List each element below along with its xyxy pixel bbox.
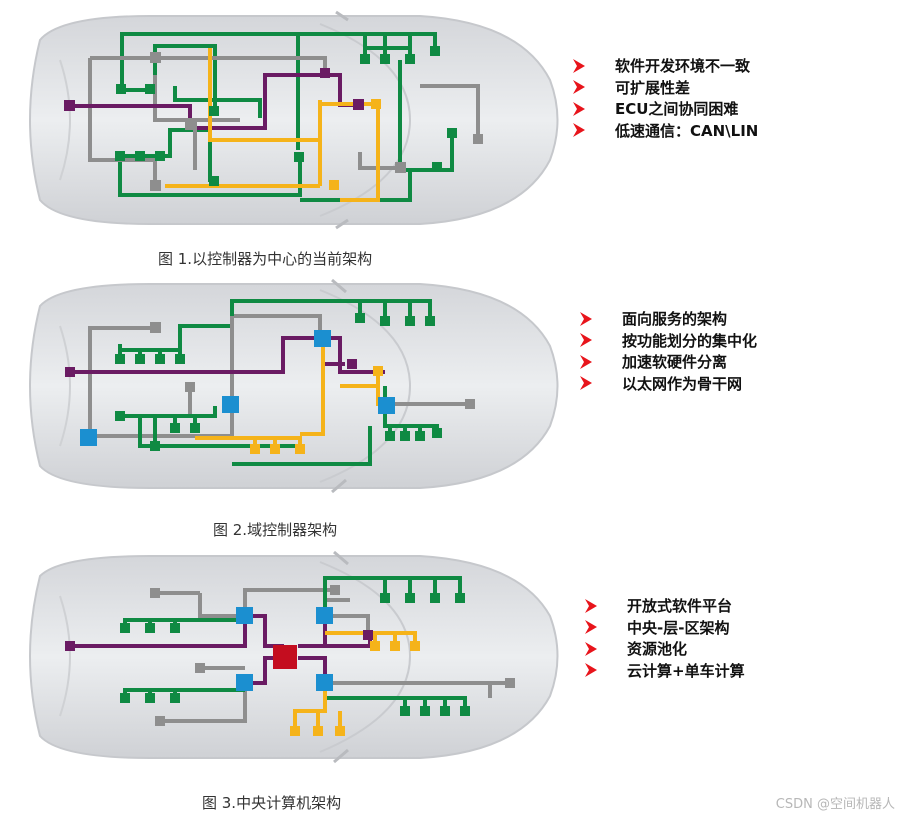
ecu-nodes [65, 585, 515, 736]
list-item: 按功能划分的集中化 [580, 330, 757, 352]
car-diagram-3 [29, 550, 559, 764]
list-item: 开放式软件平台 [585, 595, 745, 617]
car-diagram-1 [29, 10, 559, 230]
diagram-2-features: 面向服务的架构 按功能划分的集中化 加速软硬件分离 以太网作为骨干网 [580, 308, 757, 394]
arrow-bullet-icon [580, 354, 592, 369]
arrow-bullet-icon [580, 333, 592, 348]
feature-text: 可扩展性差 [615, 78, 691, 97]
ecu-nodes [65, 313, 475, 454]
feature-text: 资源池化 [627, 640, 688, 659]
diagram-2-caption: 图 2.域控制器架构 [213, 521, 338, 539]
diagram-1-caption: 图 1.以控制器为中心的当前架构 [158, 250, 373, 268]
arrow-bullet-icon [573, 101, 585, 116]
list-item: 云计算+单车计算 [585, 660, 745, 682]
arrow-bullet-icon [580, 311, 592, 326]
arrow-bullet-icon [580, 376, 592, 391]
feature-text: 中央-层-区架构 [627, 618, 730, 637]
feature-text: 加速软硬件分离 [622, 353, 728, 372]
feature-text: 以太网作为骨干网 [622, 374, 743, 393]
network-wiring [70, 32, 480, 202]
diagram-3-features: 开放式软件平台 中央-层-区架构 资源池化 云计算+单车计算 [585, 595, 745, 681]
arrow-bullet-icon [573, 80, 585, 95]
feature-text: 开放式软件平台 [627, 597, 733, 616]
list-item: 以太网作为骨干网 [580, 373, 757, 395]
diagram-3-caption: 图 3.中央计算机架构 [202, 794, 342, 812]
feature-text: ECU之间协同困难 [615, 100, 739, 119]
watermark: CSDN @空间机器人 [775, 797, 895, 812]
list-item: 加速软硬件分离 [580, 351, 757, 373]
arrow-bullet-icon [585, 663, 597, 678]
feature-text: 云计算+单车计算 [627, 661, 745, 680]
feature-text: 面向服务的架构 [622, 310, 728, 329]
list-item: 低速通信：CAN\LIN [573, 120, 758, 142]
list-item: 资源池化 [585, 638, 745, 660]
feature-text: 按功能划分的集中化 [622, 331, 758, 350]
list-item: 面向服务的架构 [580, 308, 757, 330]
feature-text: 软件开发环境不一致 [615, 57, 751, 76]
list-item: 中央-层-区架构 [585, 617, 745, 639]
car-diagram-2 [29, 278, 559, 494]
car-silhouette [29, 278, 559, 494]
list-item: ECU之间协同困难 [573, 98, 758, 120]
list-item: 软件开发环境不一致 [573, 55, 758, 77]
arrow-bullet-icon [573, 58, 585, 73]
ecu-nodes [64, 46, 483, 191]
arrow-bullet-icon [585, 620, 597, 635]
arrow-bullet-icon [585, 598, 597, 613]
arrow-bullet-icon [585, 641, 597, 656]
diagram-1-features: 软件开发环境不一致 可扩展性差 ECU之间协同困难 低速通信：CAN\LIN [573, 55, 758, 141]
arrow-bullet-icon [573, 123, 585, 138]
feature-text: 低速通信：CAN\LIN [615, 121, 759, 140]
list-item: 可扩展性差 [573, 77, 758, 99]
